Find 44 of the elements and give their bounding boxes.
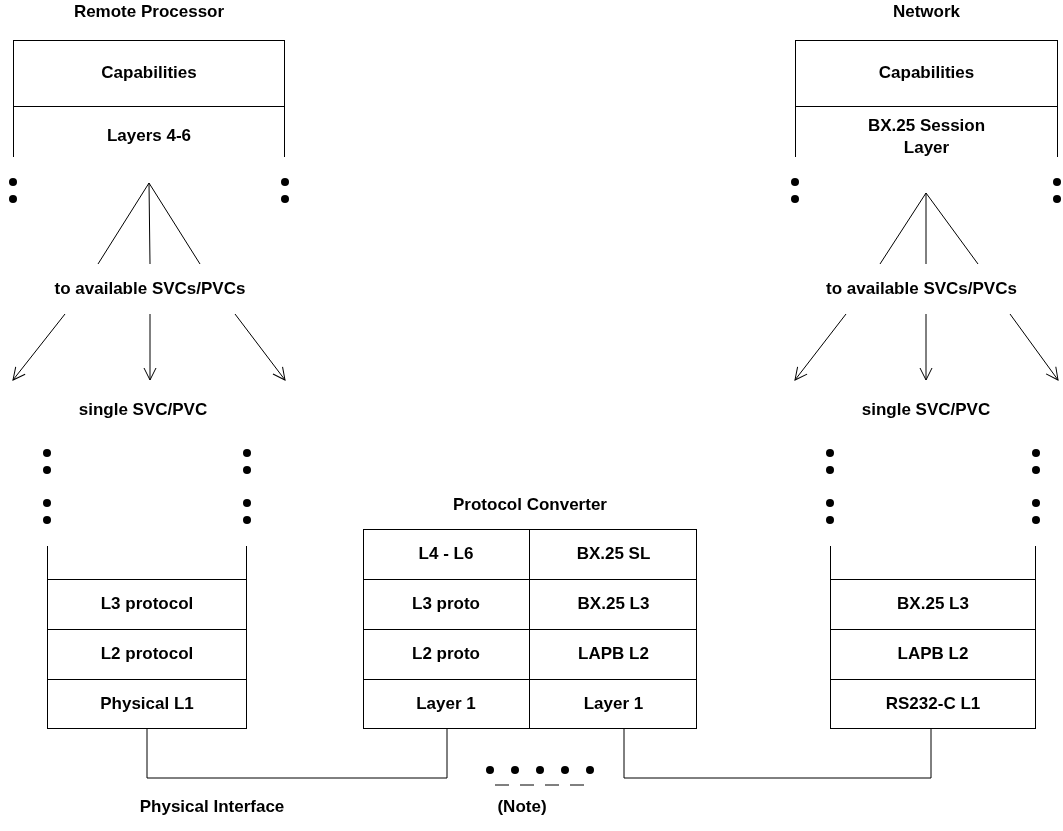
text-label: single SVC/PVC — [861, 400, 991, 420]
connector-line — [97, 182, 150, 265]
stack-title: Protocol Converter — [452, 495, 608, 515]
layer-label: RS232-C L1 — [885, 693, 981, 716]
connector-line — [623, 728, 932, 779]
text-label: Physical Interface — [139, 797, 285, 817]
connector-line — [925, 192, 979, 265]
layer-label: Layer 1 — [583, 693, 644, 716]
arrow — [919, 313, 933, 381]
layer-label: Physical L1 — [100, 693, 194, 716]
arrow — [794, 313, 847, 381]
layer-label: L2 proto — [412, 643, 480, 666]
layer-label: LAPB L2 — [578, 643, 649, 666]
layer-label: L2 protocol — [100, 643, 194, 666]
layer-label: Layer 1 — [416, 693, 476, 716]
layer-label: Capabilities — [878, 61, 975, 84]
fan-label: to available SVCs/PVCs — [0, 264, 300, 314]
arrow — [234, 313, 286, 381]
layer-label: Layers 4-6 — [106, 125, 192, 147]
layer-row — [363, 679, 530, 729]
layer-label: BX.25 SL — [576, 542, 651, 565]
connector-line — [925, 192, 927, 265]
layer-label: L3 protocol — [100, 593, 194, 616]
layer-label: Capabilities — [101, 61, 197, 84]
connector-line — [148, 182, 201, 265]
stack-title: Remote Processor — [72, 2, 226, 22]
layer-label: BX.25 Session Layer — [866, 115, 987, 160]
connector-line — [146, 728, 448, 779]
connector-line — [879, 192, 927, 265]
layer-label: BX.25 L3 — [577, 593, 650, 616]
text-label: single SVC/PVC — [78, 400, 208, 420]
layer-row — [363, 629, 530, 679]
layer-label: L3 proto — [412, 593, 480, 616]
arrow — [143, 313, 157, 381]
layer-row — [363, 579, 530, 629]
stack-title: Network — [891, 2, 962, 22]
connector-line — [148, 182, 151, 265]
arrow — [12, 313, 66, 381]
layer-label: LAPB L2 — [897, 643, 969, 666]
text-label: (Note) — [497, 797, 547, 817]
arrow — [1009, 313, 1059, 381]
fan-label: to available SVCs/PVCs — [780, 264, 1063, 314]
layer-label: BX.25 L3 — [897, 593, 969, 616]
layer-label: L4 - L6 — [418, 542, 474, 565]
